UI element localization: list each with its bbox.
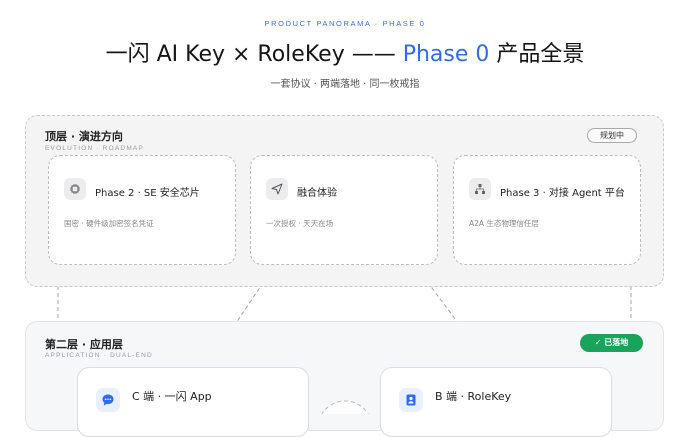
layer-evolution-title: 顶层 · 演进方向 bbox=[45, 130, 123, 143]
card-fusion[interactable]: 融合体验 一次授权 · 天天在场 bbox=[250, 155, 438, 265]
chip-icon bbox=[64, 178, 86, 200]
card-name: Phase 3 · 对接 Agent 平台 bbox=[500, 188, 625, 199]
title-suffix: 产品全景 bbox=[489, 42, 585, 67]
center-node-ring bbox=[321, 400, 369, 414]
connector-center-left bbox=[235, 264, 276, 324]
card-desc: 一次授权 · 天天在场 bbox=[266, 219, 334, 228]
layer-application-title: 第二层 · 应用层 bbox=[45, 338, 123, 351]
network-icon bbox=[469, 178, 491, 200]
card-desc: A2A 生态物理信任层 bbox=[469, 219, 539, 228]
card-phase3[interactable]: Phase 3 · 对接 Agent 平台 A2A 生态物理信任层 bbox=[453, 155, 641, 265]
status-badge-planned: 规划中 bbox=[587, 128, 637, 143]
page-subtitle: 一套协议 · 两端落地 · 同一枚戒指 bbox=[270, 79, 420, 90]
title-accent: Phase 0 bbox=[402, 42, 490, 67]
card-name: C 端 · 一闪 App bbox=[132, 390, 212, 403]
status-badge-live: ✓ 已落地 bbox=[580, 334, 643, 352]
connector-center-right bbox=[414, 264, 459, 324]
layer-evolution-subtitle: EVOLUTION · ROADMAP bbox=[45, 145, 145, 152]
layer-application-subtitle: APPLICATION · DUAL-END bbox=[45, 352, 153, 359]
center-node bbox=[321, 400, 369, 414]
page-title: 一闪 AI Key × RoleKey —— Phase 0 产品全景 bbox=[0, 36, 690, 68]
chat-icon bbox=[96, 388, 120, 412]
badge-icon bbox=[399, 388, 423, 412]
card-desc: 国密 · 硬件级加密签名凭证 bbox=[64, 219, 154, 228]
send-icon bbox=[266, 178, 288, 200]
card-name: 融合体验 bbox=[297, 188, 337, 199]
eyebrow: PRODUCT PANORAMA · PHASE 0 bbox=[264, 19, 426, 28]
card-name: Phase 2 · SE 安全芯片 bbox=[95, 188, 200, 199]
card-phase2[interactable]: Phase 2 · SE 安全芯片 国密 · 硬件级加密签名凭证 bbox=[48, 155, 236, 265]
title-prefix: 一闪 AI Key × RoleKey —— bbox=[105, 42, 403, 67]
card-name: B 端 · RoleKey bbox=[435, 390, 512, 403]
